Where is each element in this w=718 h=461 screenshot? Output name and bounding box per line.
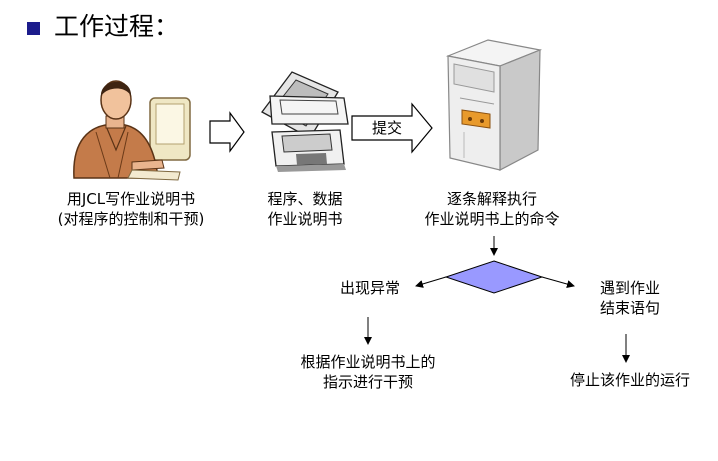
heading-bullet	[27, 22, 40, 35]
step-program-data-line2: 作业说明书	[267, 210, 343, 228]
page-title: 工作过程：	[54, 12, 180, 41]
result-intervene-line2: 指示进行干预	[322, 373, 413, 391]
branch-end-statement: 遇到作业 结束语句	[578, 278, 682, 318]
branch-end-line1: 遇到作业	[599, 279, 660, 297]
server-tower-icon	[445, 39, 543, 171]
branch-exception-line1: 出现异常	[339, 279, 400, 297]
step-interpret: 逐条解释执行 作业说明书上的命令	[394, 189, 590, 229]
submit-arrow	[351, 102, 433, 154]
result-intervene-line1: 根据作业说明书上的	[300, 353, 436, 371]
step-program-data-line1: 程序、数据	[267, 190, 343, 208]
arrow-right-branch	[541, 276, 575, 288]
floppy-disks-icon	[261, 71, 349, 172]
branch-exception: 出现异常	[318, 278, 422, 298]
result-stop-job-line1: 停止该作业的运行	[569, 371, 690, 389]
branch-end-line2: 结束语句	[599, 299, 660, 317]
step-interpret-line1: 逐条解释执行	[446, 190, 537, 208]
step-write-jcl-line1: 用JCL写作业说明书	[66, 190, 196, 208]
result-intervene: 根据作业说明书上的 指示进行干预	[272, 352, 464, 392]
arrow-left-branch	[415, 276, 447, 288]
step-interpret-line2: 作业说明书上的命令	[424, 210, 560, 228]
person-at-computer-icon	[73, 80, 191, 181]
step-program-data: 程序、数据 作业说明书	[242, 189, 368, 229]
submit-label: 提交	[372, 119, 402, 137]
flow-arrow-1	[209, 111, 245, 153]
step-write-jcl: 用JCL写作业说明书 (对程序的控制和干预)	[18, 189, 244, 229]
result-stop-job: 停止该作业的运行	[550, 370, 710, 390]
decision-diamond	[444, 260, 544, 294]
step-write-jcl-line2: (对程序的控制和干预)	[57, 210, 205, 228]
